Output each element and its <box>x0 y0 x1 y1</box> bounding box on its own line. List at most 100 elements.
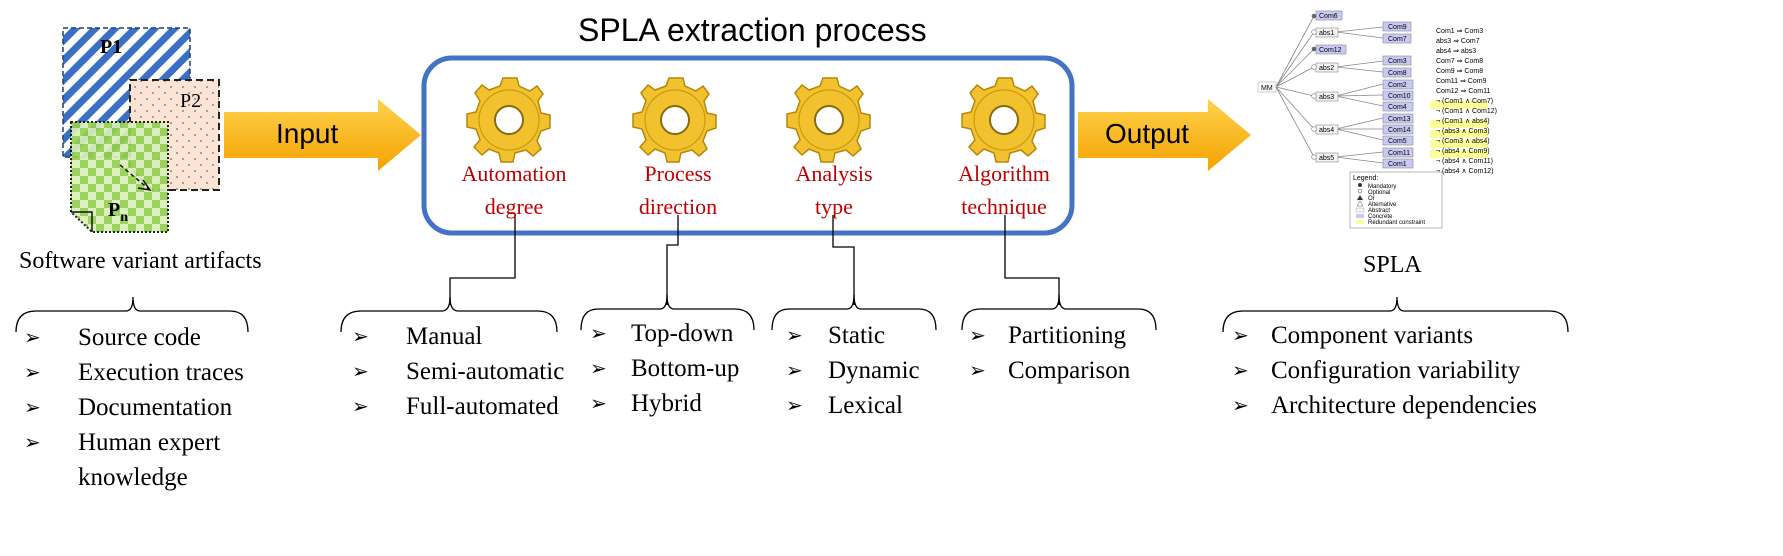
list-item: ➢Top-down <box>590 316 739 351</box>
spla-caption: SPLA <box>1363 252 1422 278</box>
list-item: ➢Architecture dependencies <box>1232 388 1537 423</box>
constraint-text: abs4 ⇒ abs3 <box>1436 48 1476 55</box>
svg-text:abs2: abs2 <box>1319 65 1334 72</box>
arrowhead-bullet-icon: ➢ <box>590 356 607 380</box>
legend-item: Mandatory <box>1368 184 1396 190</box>
svg-text:Com1: Com1 <box>1388 161 1407 168</box>
arrowhead-bullet-icon: ➢ <box>1232 323 1249 347</box>
list-item: ➢Static <box>786 318 920 353</box>
braces <box>15 294 1569 333</box>
arrowhead-bullet-icon: ➢ <box>24 430 41 454</box>
svg-text:Com12: Com12 <box>1319 47 1342 54</box>
arrowhead-bullet-icon: ➢ <box>786 358 803 382</box>
gear-label-line: technique <box>961 194 1047 219</box>
list-item: ➢Documentation <box>24 390 254 425</box>
constraint-text: Com1 ⇒ Com3 <box>1436 28 1483 35</box>
svg-text:Com6: Com6 <box>1319 13 1338 20</box>
gear-label-line: Process <box>644 161 712 186</box>
gear-label-analysis: Analysis type <box>764 157 904 223</box>
gear-icon <box>961 77 1046 163</box>
svg-text:abs1: abs1 <box>1319 30 1334 37</box>
constraint-text: Com7 ⇒ Com8 <box>1436 58 1483 65</box>
svg-text:Com8: Com8 <box>1388 70 1407 77</box>
list-item: ➢Lexical <box>786 388 920 423</box>
arrowhead-bullet-icon: ➢ <box>24 395 41 419</box>
svg-text:Com13: Com13 <box>1388 116 1411 123</box>
legend: Legend:MandatoryOptionalOrAlternativeAbs… <box>1353 175 1425 226</box>
list-item: ➢Hybrid <box>590 386 739 421</box>
gear-label-line: Analysis <box>795 161 873 186</box>
list-item: ➢Comparison <box>969 353 1130 388</box>
input-label: Input <box>276 118 339 149</box>
pn-document <box>70 121 169 233</box>
svg-text:Com4: Com4 <box>1388 104 1407 111</box>
connector-lines <box>449 215 1060 305</box>
pn-label-letter: P <box>108 199 121 221</box>
legend-item: Or <box>1368 196 1375 202</box>
constraint-text: abs3 ⇒ Com7 <box>1436 38 1480 45</box>
artifacts-list: ➢Source code ➢Execution traces ➢Document… <box>24 320 254 495</box>
analysis-list: ➢Static ➢Dynamic ➢Lexical <box>786 318 920 423</box>
svg-text:Com7: Com7 <box>1388 36 1407 43</box>
artifacts-caption: Software variant artifacts <box>19 248 262 274</box>
svg-text:abs4: abs4 <box>1319 127 1334 134</box>
algorithm-list: ➢Partitioning ➢Comparison <box>969 318 1130 388</box>
svg-text:abs5: abs5 <box>1319 155 1334 162</box>
constraint-text: Com9 ⇒ Com8 <box>1436 68 1483 75</box>
arrowhead-bullet-icon: ➢ <box>352 324 369 348</box>
constraint-text: Com12 ⇒ Com11 <box>1436 88 1490 95</box>
input-arrow <box>224 99 421 171</box>
arrowhead-bullet-icon: ➢ <box>590 321 607 345</box>
legend-title: Legend: <box>1353 175 1378 182</box>
svg-text:Com10: Com10 <box>1388 93 1411 100</box>
constraint-text: ¬ (abs4 ∧ Com11) <box>1436 158 1493 165</box>
output-label: Output <box>1105 118 1190 149</box>
svg-text:Com5: Com5 <box>1388 138 1407 145</box>
legend-item: Redundant constraint <box>1368 220 1425 226</box>
constraint-text: ¬ (abs4 ∧ Com12) <box>1436 168 1493 175</box>
svg-text:abs3: abs3 <box>1319 94 1334 101</box>
constraint-text: ¬ (Com3 ∧ abs4) <box>1436 138 1490 145</box>
gear-label-automation: Automation degree <box>444 157 584 223</box>
arrowhead-bullet-icon: ➢ <box>24 325 41 349</box>
feature-model: MM Com6 abs1 Com12 abs2 abs3 abs4 abs5 C… <box>1257 10 1497 229</box>
list-item: ➢Configuration variability <box>1232 353 1537 388</box>
list-item: ➢Component variants <box>1232 318 1537 353</box>
svg-text:Com11: Com11 <box>1388 150 1410 157</box>
process-title: SPLA extraction process <box>578 12 927 48</box>
list-item: ➢Partitioning <box>969 318 1130 353</box>
legend-item: Abstract <box>1368 208 1390 214</box>
constraint-text: ¬ (Com1 ∧ Com12) <box>1436 108 1497 115</box>
gear-label-line: Automation <box>461 161 567 186</box>
legend-item: Alternative <box>1368 202 1397 208</box>
list-item: ➢Human expert knowledge <box>24 425 228 495</box>
arrowhead-bullet-icon: ➢ <box>969 358 986 382</box>
svg-text:Com14: Com14 <box>1388 127 1411 134</box>
pn-label-subscript: n <box>120 210 129 225</box>
arrowhead-bullet-icon: ➢ <box>590 391 607 415</box>
gear-icon <box>632 77 717 163</box>
legend-item: Concrete <box>1368 214 1393 220</box>
list-item: ➢Source code <box>24 320 254 355</box>
svg-text:MM: MM <box>1261 85 1273 92</box>
svg-text:Com3: Com3 <box>1388 58 1407 65</box>
gear-label-algorithm: Algorithm technique <box>934 157 1074 223</box>
gear-label-line: type <box>815 194 853 219</box>
constraint-text: ¬ (Com1 ∧ Com7) <box>1436 98 1493 105</box>
process-frame <box>421 55 1075 236</box>
automation-list: ➢Manual ➢Semi-automatic ➢Full-automated <box>352 319 564 424</box>
arrowhead-bullet-icon: ➢ <box>786 393 803 417</box>
list-item: ➢Full-automated <box>352 389 564 424</box>
constraint-text: Com11 ⇒ Com9 <box>1436 78 1487 85</box>
arrowhead-bullet-icon: ➢ <box>1232 393 1249 417</box>
list-item: ➢Dynamic <box>786 353 920 388</box>
gear-icon <box>466 77 551 163</box>
constraint-text: ¬ (abs4 ∧ Com9) <box>1436 148 1490 155</box>
gear-label-process: Process direction <box>608 157 748 223</box>
list-item: ➢Bottom-up <box>590 351 739 386</box>
gear-label-line: Algorithm <box>958 161 1050 186</box>
p1-label: P1 <box>100 36 123 58</box>
list-item: ➢Semi-automatic <box>352 354 564 389</box>
gear-label-line: degree <box>484 194 544 219</box>
